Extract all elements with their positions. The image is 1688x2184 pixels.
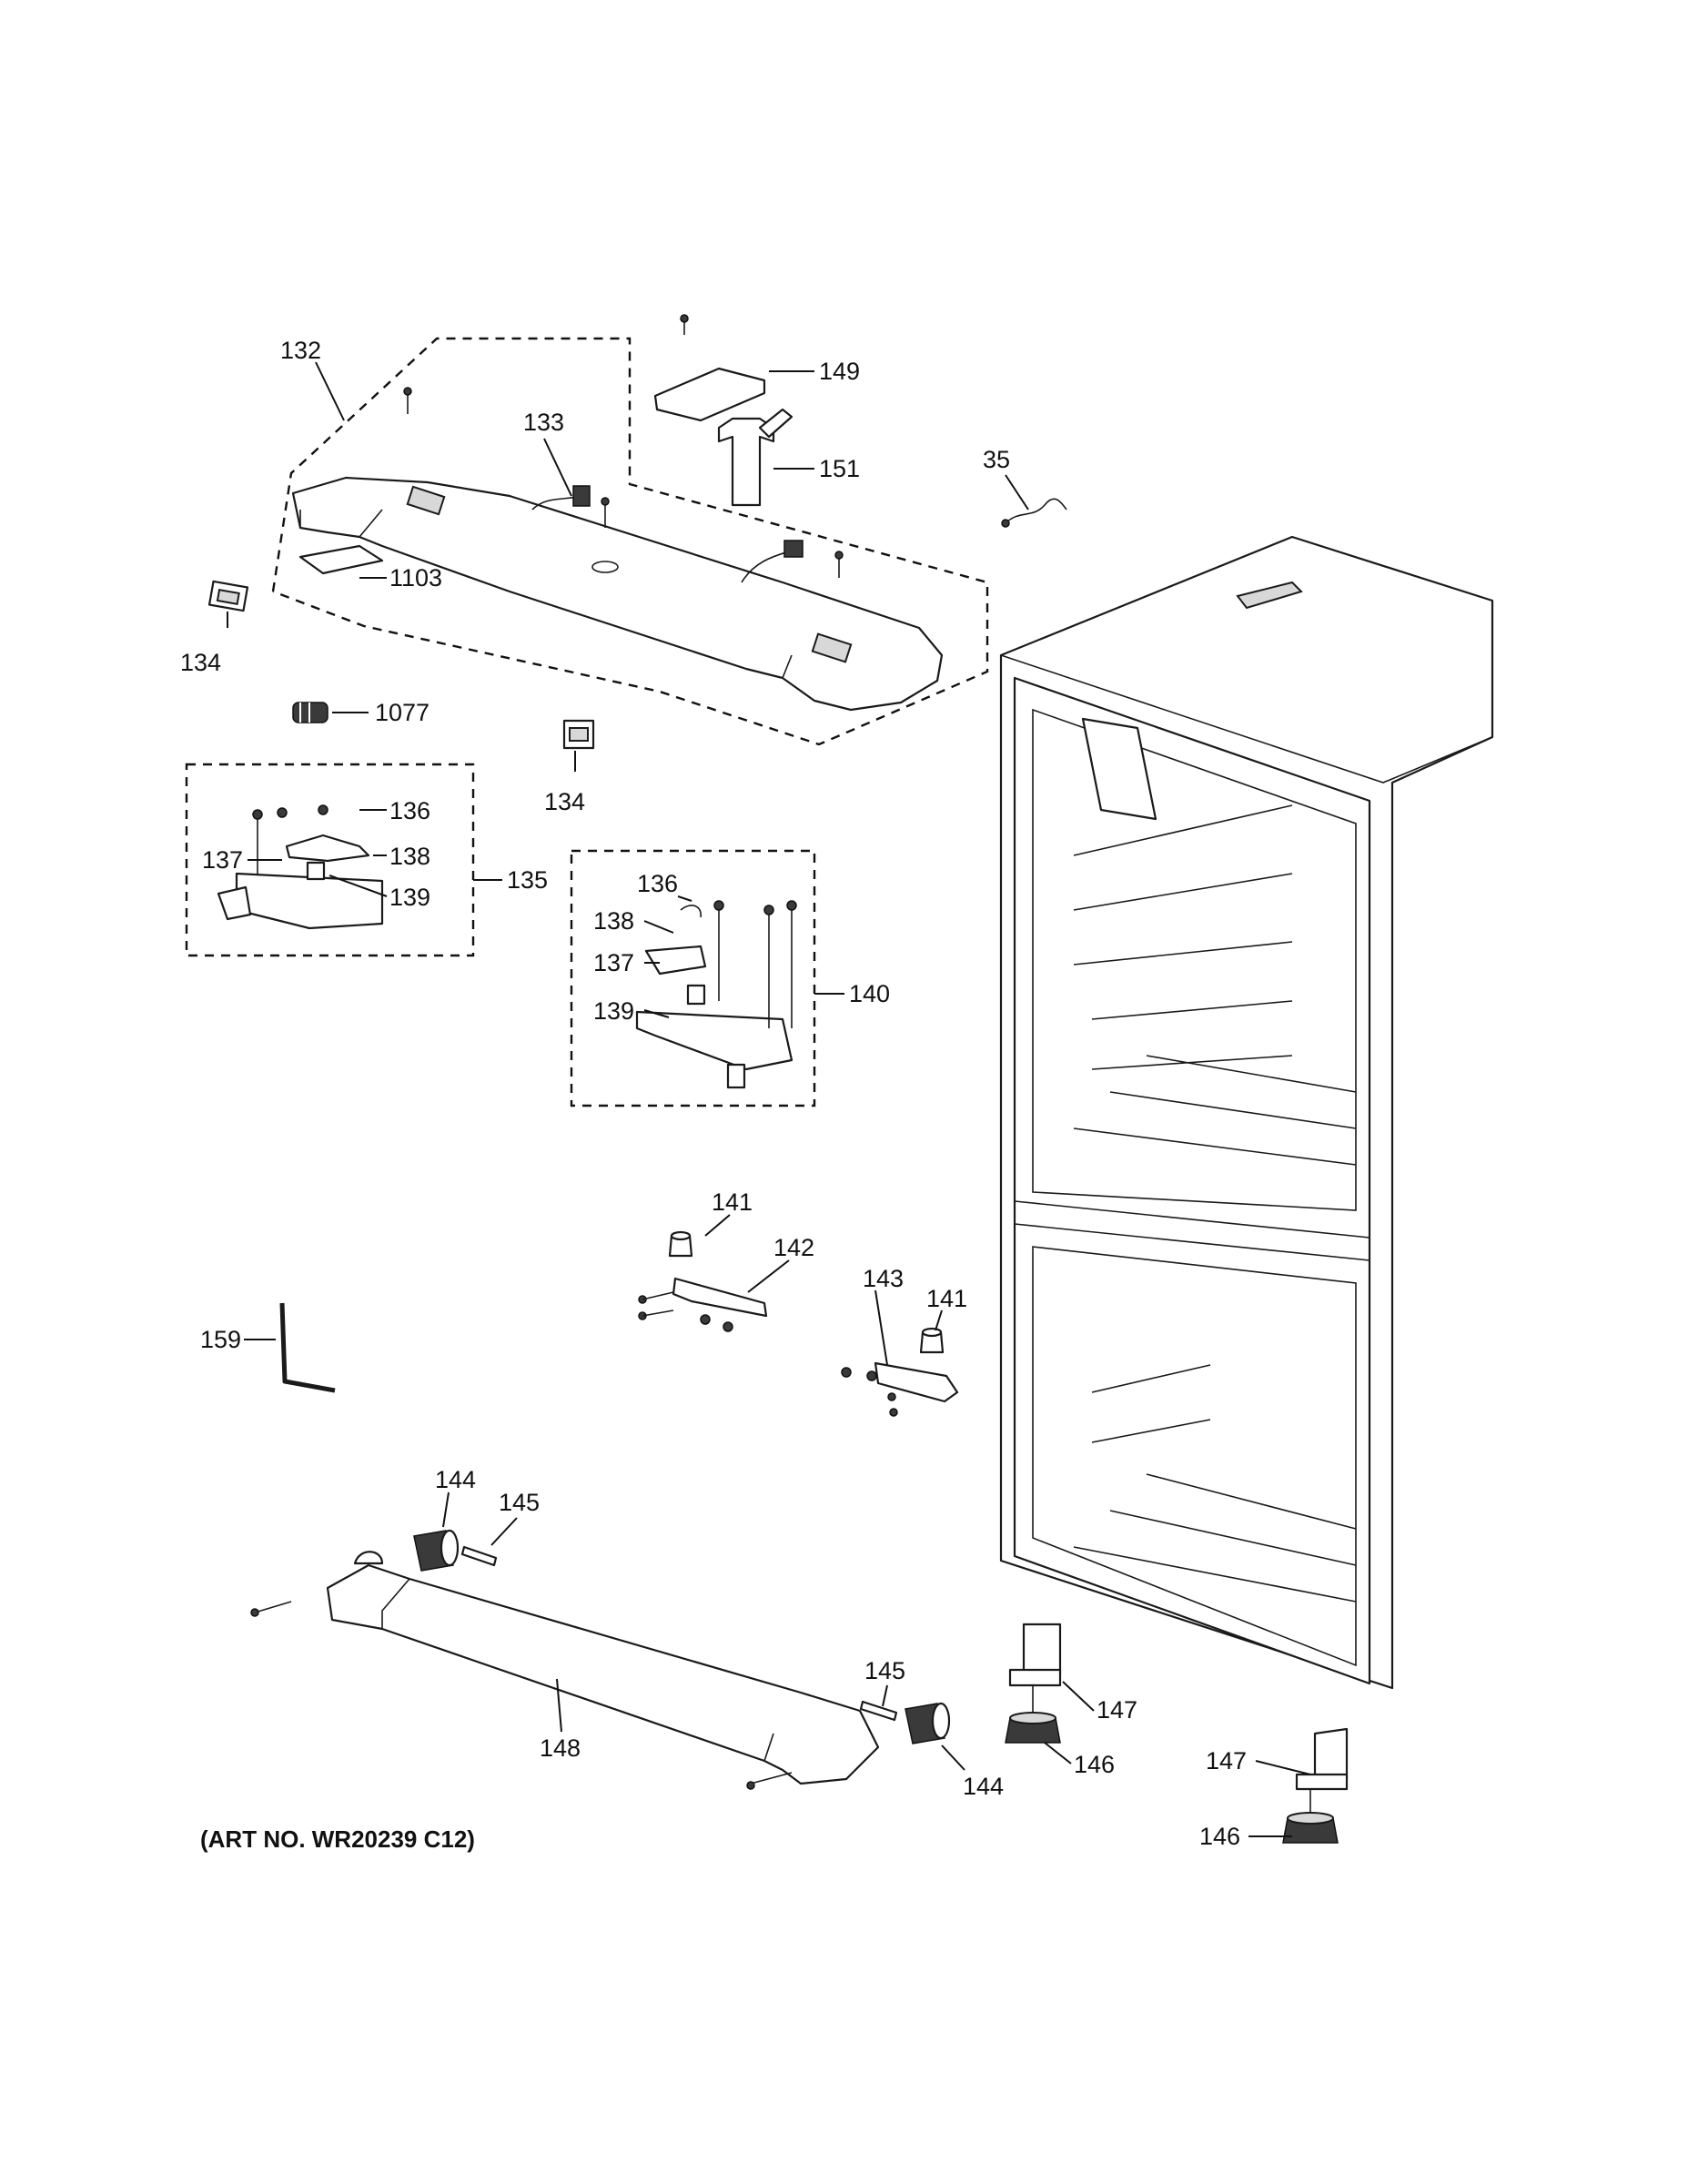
callout-138: 138 [593,907,634,935]
callout-145: 145 [499,1489,540,1516]
hinge-cap-group [653,314,793,507]
part-142-bracket [672,1277,768,1318]
art-number: (ART NO. WR20239 C12) [200,1825,475,1853]
top-hinge-cover-group [271,337,989,746]
callout-144: 144 [435,1466,476,1493]
callout-132: 132 [280,337,321,364]
callout-137: 137 [202,846,243,874]
callout-143: 143 [863,1265,904,1292]
refrigerator-cabinet [999,535,1494,1690]
callout-139: 139 [593,997,634,1025]
callout-138: 138 [389,843,430,870]
callout-140: 140 [849,980,890,1007]
top-cover-part [291,476,944,712]
callout-146: 146 [1074,1751,1115,1778]
callout-141: 141 [926,1285,967,1312]
part-35-wire [1005,498,1067,524]
part-159-hex-key [279,1302,336,1393]
callout-148: 148 [540,1734,581,1762]
callout-136: 136 [389,797,430,824]
part-1077-fitting [292,702,329,723]
callout-141: 141 [712,1188,753,1216]
callout-35: 35 [983,446,1010,473]
bottom-bar-148 [250,1551,880,1790]
callout-142: 142 [773,1234,814,1261]
callout-134: 134 [180,649,221,676]
hinge-kit-140 [570,849,816,1107]
callout-labels: 132 133 149 151 35 1103 134 1077 134 136… [180,337,1247,1853]
callout-1103: 1103 [389,564,442,592]
callout-159: 159 [200,1326,241,1353]
callout-144: 144 [963,1773,1004,1800]
callout-147: 147 [1097,1696,1137,1724]
callout-133: 133 [523,409,564,436]
leveling-legs [1005,1623,1349,1844]
part-149-cover [653,367,766,422]
callout-146: 146 [1199,1823,1240,1850]
callout-149: 149 [819,358,860,385]
roller-parts [413,1529,951,1744]
callout-147: 147 [1206,1747,1247,1774]
callout-1077: 1077 [375,699,430,726]
callout-135: 135 [507,866,548,894]
callout-137: 137 [593,949,634,976]
part-143-bracket [874,1361,959,1403]
callout-139: 139 [389,884,430,911]
leader-lines [227,361,1311,1837]
callout-151: 151 [819,455,860,482]
part-151-bushing [717,417,775,507]
callout-134: 134 [544,788,585,815]
callout-145: 145 [864,1657,905,1684]
callout-136: 136 [637,870,678,897]
hinge-kit-135 [185,763,475,957]
